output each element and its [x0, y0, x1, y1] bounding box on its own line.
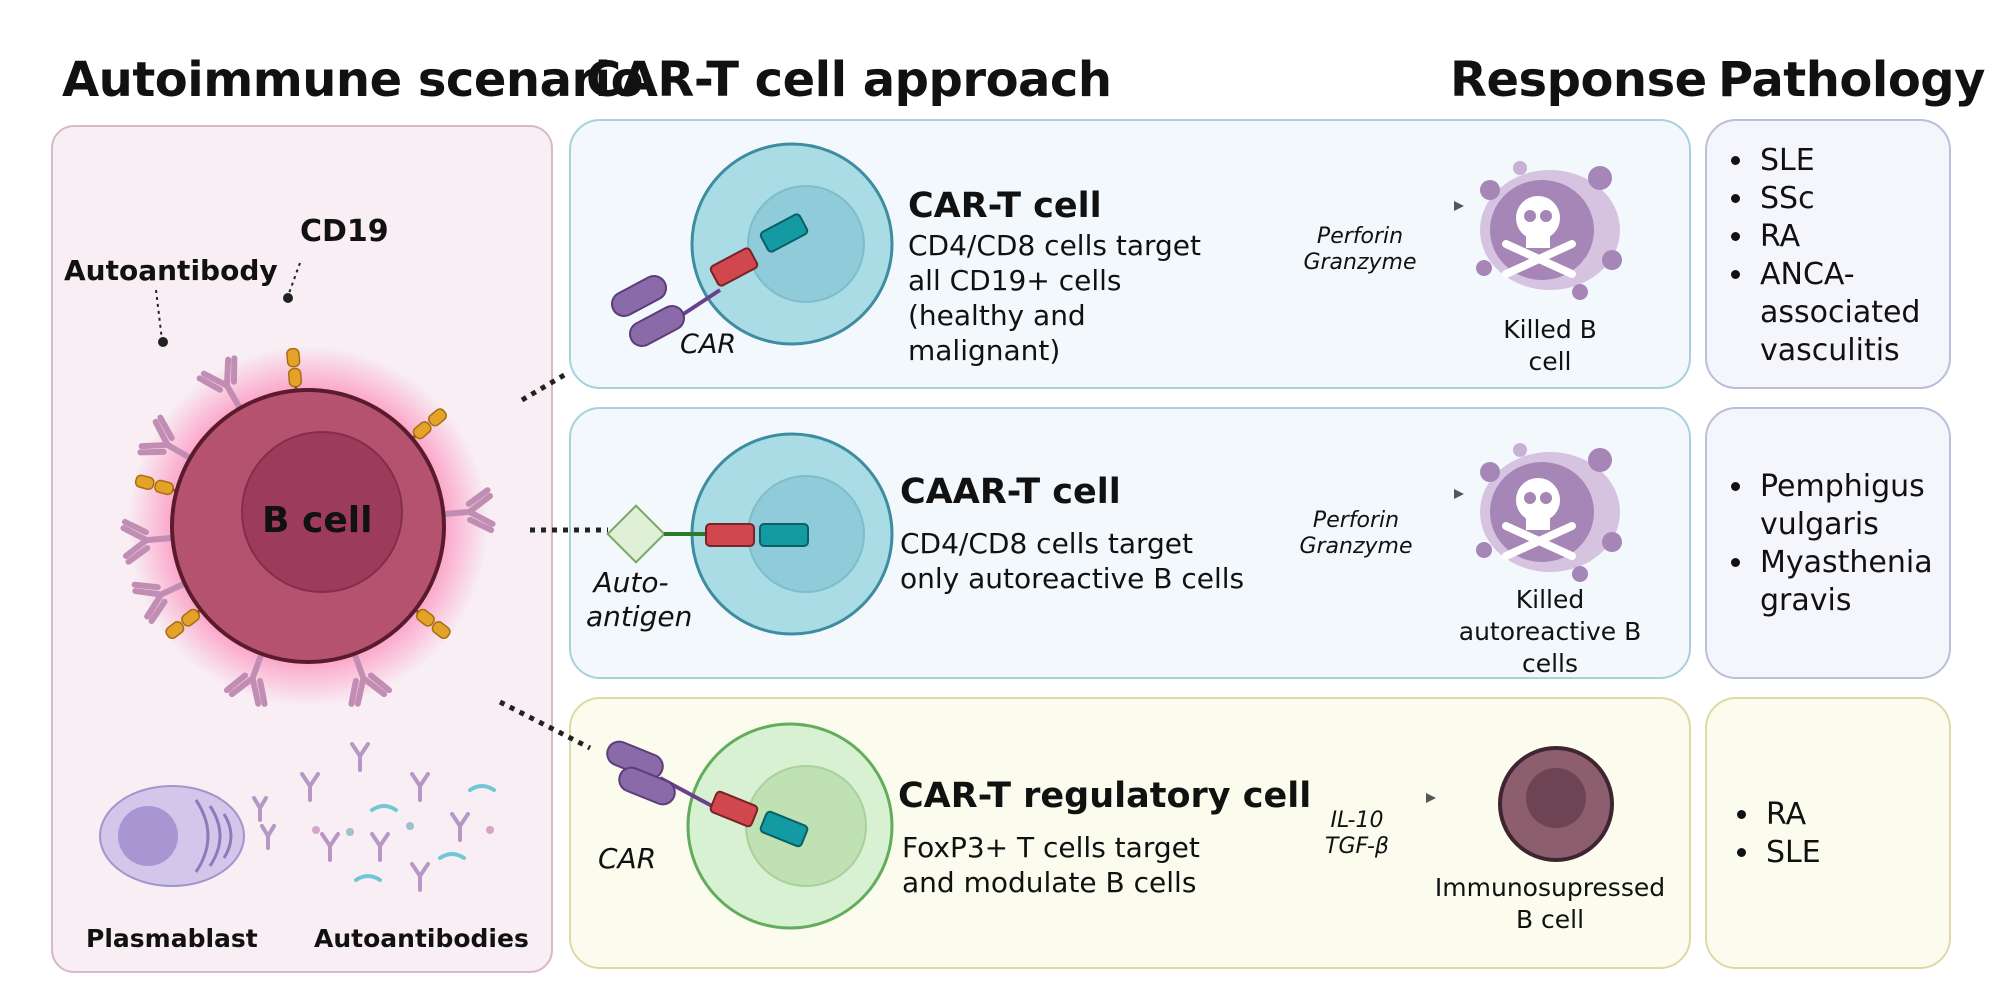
header-car-t-approach: CAR-T cell approach: [586, 52, 1112, 108]
autoantigen-label: Auto- antigen: [586, 566, 693, 633]
bcell-label: B cell: [262, 500, 373, 541]
caar-t-description: CD4/CD8 cells target only autoreactive B…: [900, 527, 1245, 595]
pathology-item: Myasthenia gravis: [1756, 544, 1956, 620]
autoantibody-label: Autoantibody: [64, 254, 278, 287]
pathology-panel-1: [1705, 119, 1951, 389]
pathology-item: RA: [1762, 796, 1962, 834]
pathology-item: ANCA-associated vasculitis: [1756, 256, 1956, 370]
car-label-row3: CAR: [598, 842, 657, 875]
car-label-row1: CAR: [680, 329, 737, 360]
header-pathology: Pathology: [1718, 52, 1985, 108]
caar-t-title: CAAR-T cell: [900, 472, 1121, 512]
plasmablast-illustration: [99, 785, 245, 887]
car-t-mediators: Perforin Granzyme: [1303, 224, 1417, 275]
car-t-title: CAR-T cell: [908, 186, 1102, 226]
caar-t-cell-illustration: [606, 432, 894, 636]
car-treg-mediators: IL-10 TGF-β: [1325, 808, 1389, 859]
car-treg-title: CAR-T regulatory cell: [898, 776, 1312, 816]
killed-autoreactive-b-cells-label: Killed autoreactive B cells: [1458, 585, 1642, 678]
header-response: Response: [1450, 52, 1707, 108]
immunosuppressed-b-cell-icon: [1498, 746, 1614, 862]
car-t-cell-illustration: [610, 142, 894, 347]
car-treg-cell-illustration: [606, 722, 894, 930]
pathology-item: SLE: [1756, 142, 1956, 180]
pathology-list-3: RA SLE: [1722, 796, 1962, 872]
bcell-nucleus: [241, 431, 403, 593]
pathology-item: Pemphigus vulgaris: [1756, 468, 1956, 544]
pathology-item: SSc: [1756, 180, 1956, 218]
pathology-panel-2: [1705, 407, 1951, 679]
cd19-label: CD19: [300, 214, 389, 249]
autoantibodies-illustration: [252, 742, 496, 892]
pathology-list-1: SLE SSc RA ANCA-associated vasculitis: [1716, 142, 1956, 370]
plasmablast-label: Plasmablast: [86, 924, 258, 953]
pathology-list-2: Pemphigus vulgaris Myasthenia gravis: [1716, 468, 1956, 620]
autoantibodies-label: Autoantibodies: [314, 924, 529, 953]
killed-b-cell-label: Killed B cell: [1503, 315, 1597, 376]
pathology-item: RA: [1756, 218, 1956, 256]
caar-t-mediators: Perforin Granzyme: [1299, 508, 1413, 559]
car-t-description: CD4/CD8 cells target all CD19+ cells (he…: [908, 229, 1201, 367]
immunosuppressed-b-cell-label: Immunosupressed B cell: [1434, 873, 1666, 934]
pathology-item: SLE: [1762, 834, 1962, 872]
header-autoimmune-scenario: Autoimmune scenario: [62, 52, 644, 108]
pathology-panel-3: [1705, 697, 1951, 969]
car-treg-description: FoxP3+ T cells target and modulate B cel…: [902, 831, 1200, 899]
